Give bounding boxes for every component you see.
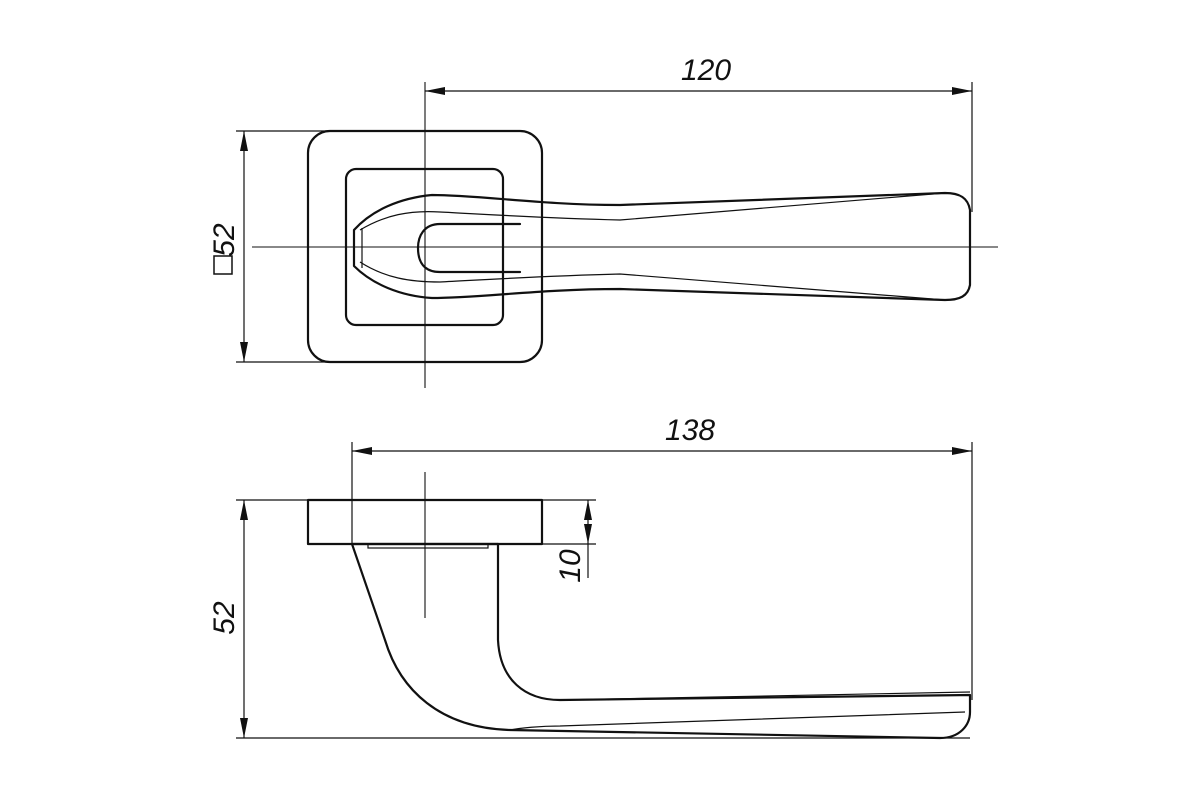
lever-side-inner-top [559,691,971,701]
dim-120-arrow-left [425,87,445,95]
dim-138-arrow-right [952,447,972,455]
lever-neck-tip [416,222,522,274]
top-view: 120 52 [208,54,998,388]
dim-rose-label: 52 [208,223,241,257]
dim-10-label: 10 [554,549,587,583]
lever-inner-upper [359,192,946,231]
dim-rose-label-group: 52 [208,223,241,257]
square-symbol-icon [213,255,233,275]
dim-rose-arrow-top [240,131,248,151]
dim-138-arrow-left [352,447,372,455]
dim-rose-arrow-bottom [240,342,248,362]
side-view: 138 52 10 [208,414,973,740]
dim-10-arrow-bottom [584,524,592,544]
dim-120-arrow-right [952,87,972,95]
dim-138-label: 138 [665,414,715,447]
rose-spacer [367,543,489,549]
dim-10-arrow-top [584,500,592,520]
dim-height-label: 52 [208,601,241,635]
lever-side-inner-bottom [509,711,966,731]
dim-height-arrow-top [240,500,248,520]
dim-height-label-group: 52 [208,601,241,635]
dim-10-label-group: 10 [554,549,587,583]
dim-height-arrow-bottom [240,718,248,738]
lever-outline-top [352,191,972,302]
dim-120-label: 120 [681,54,731,87]
lever-outline-side [350,542,972,740]
lever-inner-lower [359,261,946,301]
